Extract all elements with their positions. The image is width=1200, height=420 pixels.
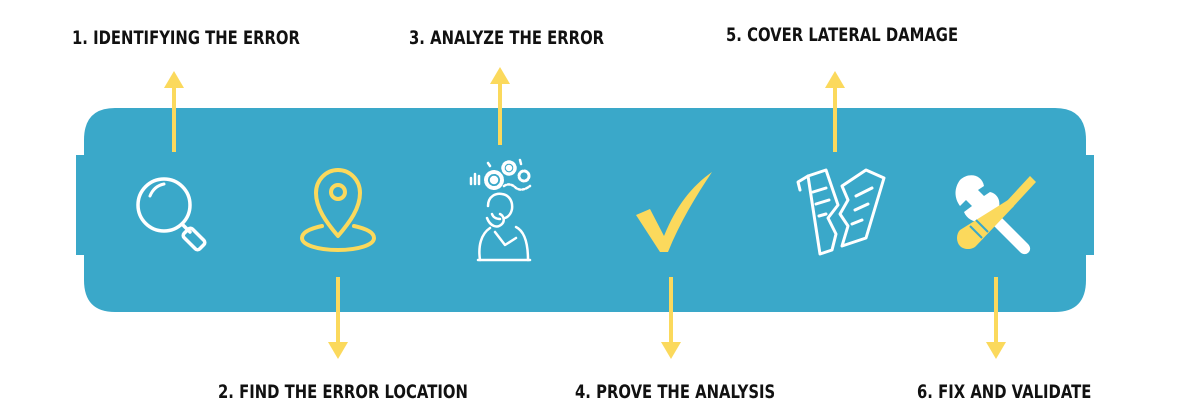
magnifier-icon (136, 177, 207, 252)
location-pin-icon (300, 168, 376, 252)
process-band (76, 108, 1094, 312)
arrow-up-step-1 (164, 71, 184, 152)
step-5-label: 5. COVER LATERAL DAMAGE (726, 24, 959, 46)
step-3-label: 3. ANALYZE THE ERROR (409, 27, 605, 49)
step-6-label: 6. FIX AND VALIDATE (917, 381, 1092, 403)
checkmark-icon (636, 172, 712, 252)
step-4-label: 4. PROVE THE ANALYSIS (575, 381, 776, 403)
arrow-down-step-4 (661, 277, 681, 359)
step-1-label: 1. IDENTIFYING THE ERROR (72, 27, 300, 49)
wrench-screwdriver-icon (955, 175, 1036, 255)
torn-document-icon (796, 168, 886, 256)
arrow-down-step-2 (328, 277, 348, 359)
step-2-label: 2. FIND THE ERROR LOCATION (218, 381, 468, 403)
arrow-up-step-5 (825, 71, 845, 152)
arrow-up-step-3 (490, 67, 510, 145)
thinking-person-gears-icon (469, 158, 532, 262)
arrow-down-step-6 (986, 277, 1006, 359)
